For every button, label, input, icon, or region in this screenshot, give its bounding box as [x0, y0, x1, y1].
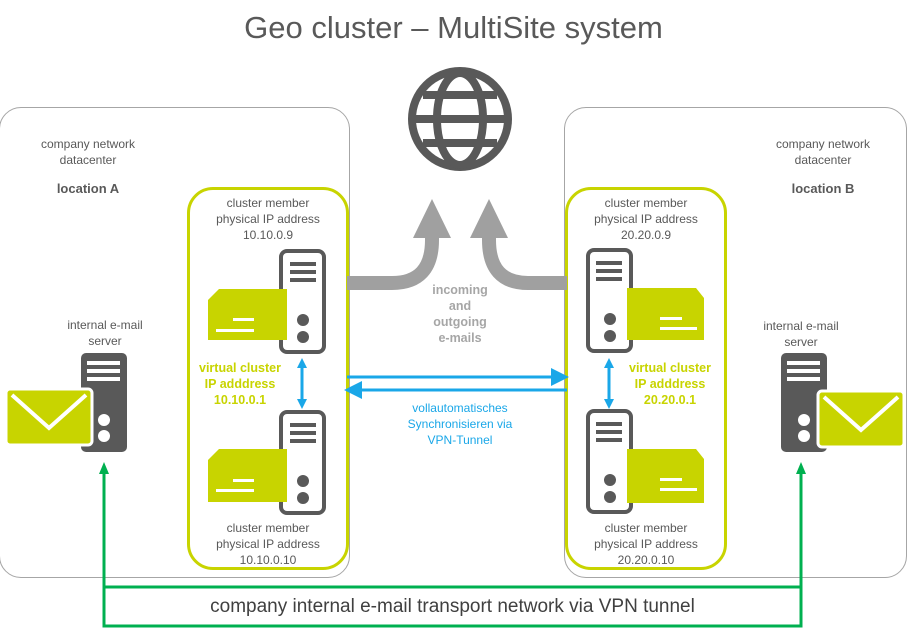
site-b-mail-server-label: internal e-mail server — [731, 318, 871, 350]
mail-flow-line-1: incoming — [432, 283, 488, 297]
cluster-a-vip-line-2: IP adddress — [204, 377, 276, 391]
mail-flow-line-2: and — [448, 299, 472, 313]
cluster-b-top-ip: 20.20.0.9 — [620, 228, 672, 242]
cluster-a-bottom-member-label: cluster member physical IP address 10.10… — [190, 520, 346, 568]
sync-line-3: VPN-Tunnel — [427, 433, 493, 447]
cluster-b-top-line-1: cluster member — [604, 196, 688, 210]
mail-flow-line-4: e-mails — [438, 331, 482, 345]
cluster-a-top-server-icon — [279, 249, 326, 354]
site-a-network-line-2: datacenter — [59, 153, 117, 167]
cluster-a-top-ip: 10.10.0.9 — [242, 228, 294, 242]
cluster-a-failover-arrow — [297, 358, 307, 409]
cluster-a-top-appliance-icon — [208, 289, 287, 340]
cluster-a-vip-line-1: virtual cluster — [199, 361, 281, 375]
transport-network-label: company internal e-mail transport networ… — [210, 596, 695, 617]
cluster-a-virtual-ip-label: virtual cluster IP adddress 10.10.0.1 — [190, 360, 290, 408]
mail-flow-arrow-right — [470, 199, 567, 290]
cluster-b-vip-ip: 20.20.0.1 — [643, 393, 697, 407]
cluster-b-bottom-server-icon — [586, 409, 633, 514]
cluster-b-vip-line-1: virtual cluster — [629, 361, 711, 375]
site-b-network-label: company network datacenter — [753, 136, 893, 168]
cluster-a-top-line-1: cluster member — [226, 196, 310, 210]
cluster-a-vip-ip: 10.10.0.1 — [213, 393, 267, 407]
site-b-mail-server-icon — [781, 353, 827, 452]
transport-arrow-b — [796, 462, 806, 474]
site-b-network-line-1: company network — [775, 137, 871, 151]
cluster-b-vip-line-2: IP adddress — [634, 377, 706, 391]
cluster-a-top-member-label: cluster member physical IP address 10.10… — [190, 195, 346, 243]
site-b-mail-server-line-1: internal e-mail — [763, 319, 839, 333]
site-a-location: location A — [56, 181, 120, 196]
site-b-location: location B — [791, 181, 855, 196]
cluster-b-top-line-2: physical IP address — [594, 212, 698, 226]
cluster-a-bottom-appliance-icon — [208, 449, 287, 502]
site-a-network-label: company network datacenter — [18, 136, 158, 168]
sync-line-1: vollautomatisches — [412, 401, 508, 415]
transport-network-frame — [102, 472, 803, 628]
cluster-a-bottom-ip: 10.10.0.10 — [239, 553, 297, 567]
cluster-a-bottom-line-2: physical IP address — [216, 537, 320, 551]
sync-label: vollautomatisches Synchronisieren via VP… — [380, 400, 540, 448]
cluster-b-top-server-icon — [586, 248, 633, 353]
cluster-b-bottom-appliance-icon — [627, 449, 704, 503]
cluster-b-bottom-line-1: cluster member — [604, 521, 688, 535]
cluster-b-failover-arrow — [604, 358, 614, 409]
diagram-title: Geo cluster – MultiSite system — [244, 10, 663, 45]
mail-flow-line-3: outgoing — [433, 315, 487, 329]
cluster-b-virtual-ip-label: virtual cluster IP adddress 20.20.0.1 — [620, 360, 720, 408]
mail-flow-arrow-left — [347, 199, 451, 290]
cluster-a-top-line-2: physical IP address — [216, 212, 320, 226]
cluster-b-bottom-line-2: physical IP address — [594, 537, 698, 551]
cluster-b-top-member-label: cluster member physical IP address 20.20… — [568, 195, 724, 243]
site-b-envelope-icon — [816, 389, 906, 449]
cluster-a-bottom-server-icon — [279, 410, 326, 515]
cluster-b-bottom-ip: 20.20.0.10 — [617, 553, 675, 567]
mail-flow-label: incoming and outgoing e-mails — [410, 282, 510, 346]
site-b-mail-server-line-2: server — [784, 335, 818, 349]
cluster-b-top-appliance-icon — [627, 288, 704, 340]
globe-icon — [408, 67, 512, 171]
site-a-mail-server-line-1: internal e-mail — [67, 318, 143, 332]
cluster-a-bottom-line-1: cluster member — [226, 521, 310, 535]
cluster-b-bottom-member-label: cluster member physical IP address 20.20… — [568, 520, 724, 568]
site-a-network-line-1: company network — [40, 137, 136, 151]
site-a-mail-server-line-2: server — [88, 334, 122, 348]
site-a-mail-server-label: internal e-mail server — [35, 317, 175, 349]
site-b-network-line-2: datacenter — [794, 153, 852, 167]
sync-line-2: Synchronisieren via — [407, 417, 513, 431]
site-a-envelope-icon — [4, 387, 94, 447]
transport-arrow-a — [99, 462, 109, 474]
